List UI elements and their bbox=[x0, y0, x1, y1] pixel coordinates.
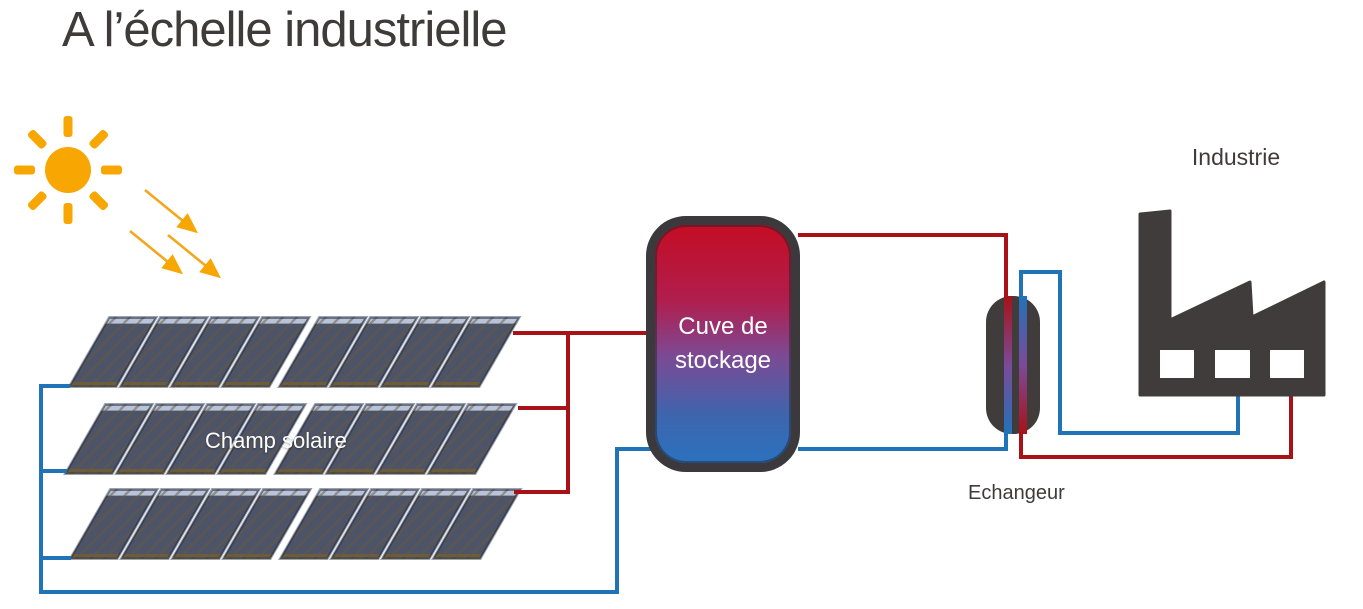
cold-pipe-exchanger-bottom-stub bbox=[1004, 428, 1008, 451]
cold-pipe-left-manifold bbox=[39, 384, 43, 594]
hot-pipe-exchanger-bottom-stub bbox=[1019, 428, 1023, 459]
hot-pipe-from-factory bbox=[1289, 393, 1293, 459]
sun-icon bbox=[14, 116, 222, 279]
page-title: A l’échelle industrielle bbox=[62, 3, 507, 57]
solar-panel-group bbox=[67, 316, 312, 388]
sun-rays bbox=[14, 116, 122, 224]
exchanger-label: Echangeur bbox=[968, 482, 1065, 504]
cold-pipe-into-tank bbox=[615, 447, 655, 451]
cold-pipe-bottom-run bbox=[39, 590, 619, 594]
cold-pipe-secondary-drop bbox=[1058, 270, 1062, 435]
cold-pipe-row2-stub bbox=[39, 469, 67, 473]
sunlight-arrows-icon bbox=[129, 188, 222, 279]
factory-icon bbox=[1138, 209, 1326, 397]
cold-pipe-row1-stub bbox=[39, 384, 70, 388]
cold-pipe-secondary-top bbox=[1019, 270, 1062, 274]
cold-pipe-into-factory bbox=[1236, 391, 1240, 435]
solar-panel-row bbox=[67, 316, 522, 388]
exchanger-primary-stripe bbox=[1004, 296, 1012, 434]
solar-panel-group bbox=[68, 488, 313, 560]
solar-field-label: Champ solaire bbox=[205, 428, 347, 453]
cold-pipe-exchanger-top-stub bbox=[1019, 270, 1023, 303]
cold-pipe-tank-to-exchanger bbox=[798, 447, 1008, 451]
heat-exchanger bbox=[986, 296, 1040, 434]
industry-label: Industrie bbox=[1191, 144, 1281, 170]
hot-pipe-row3-stub bbox=[514, 490, 570, 494]
cold-pipe-row3-stub bbox=[39, 556, 71, 560]
cold-pipe-secondary-run bbox=[1058, 431, 1240, 435]
hot-pipe-exchanger-top-stub bbox=[1004, 233, 1008, 303]
solar-panel-group bbox=[278, 488, 523, 560]
hot-pipe-row1-to-tank bbox=[513, 331, 653, 335]
solar-panel-group bbox=[277, 316, 522, 388]
factory-windows bbox=[1160, 350, 1304, 378]
hot-pipe-tank-to-exchanger bbox=[798, 233, 1008, 237]
hot-pipe-return-run bbox=[1019, 455, 1293, 459]
cold-pipe-tank-riser bbox=[615, 447, 619, 594]
hot-pipe-right-manifold bbox=[566, 331, 570, 494]
storage-tank: Cuve de stockage bbox=[646, 216, 800, 472]
solar-panel-row bbox=[68, 488, 523, 560]
storage-tank-label: Cuve de stockage bbox=[674, 313, 772, 374]
hot-pipe-row2-stub bbox=[518, 406, 570, 410]
exchanger-secondary-stripe bbox=[1019, 296, 1027, 434]
